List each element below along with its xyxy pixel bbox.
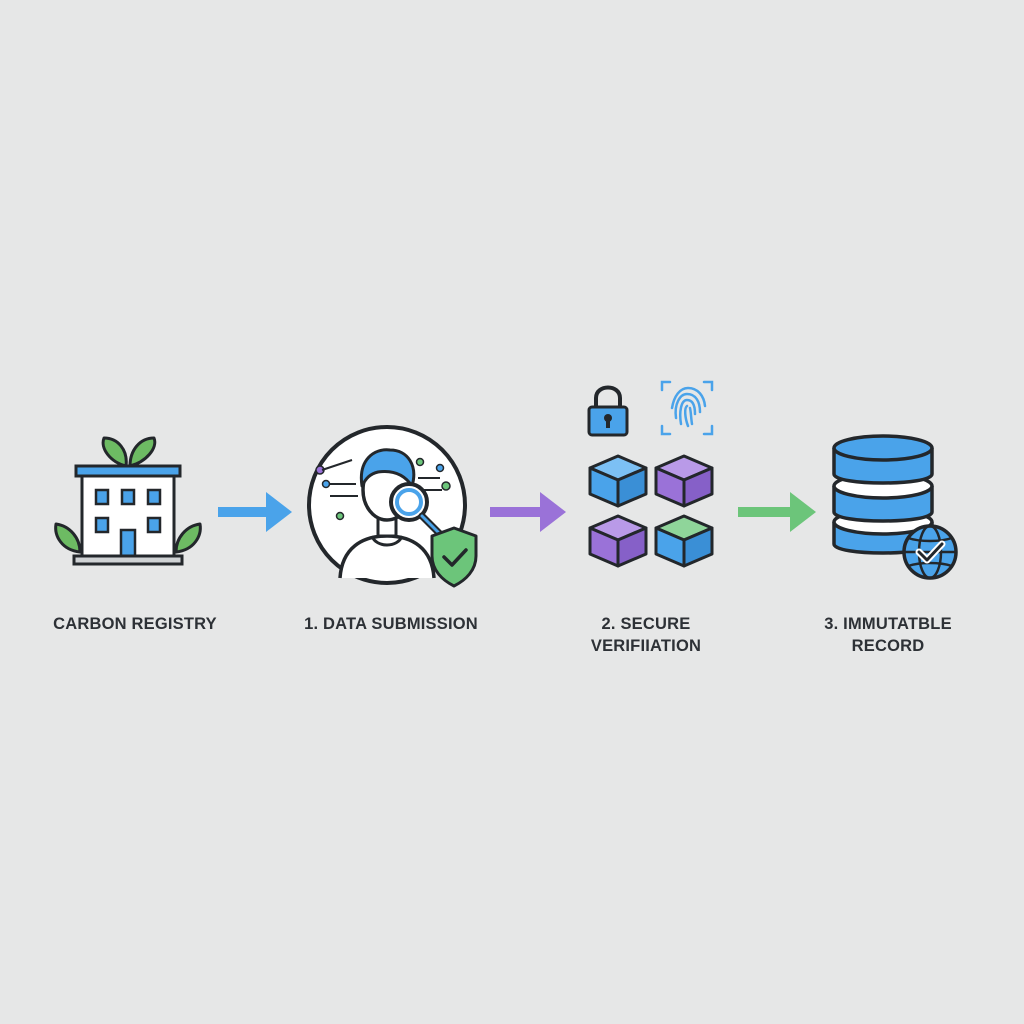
blockchain-blocks-with-lock-and-fingerprint-icon [587, 380, 714, 568]
step-label-line: VERIFIIATION [590, 637, 702, 655]
step-label-line: RECORD [851, 637, 925, 655]
database-with-globe-check-icon [832, 434, 958, 580]
building-with-leaves-icon [54, 436, 202, 566]
flow-arrow-green [738, 492, 816, 532]
step-label-line: CARBON REGISTRY [53, 615, 217, 633]
step-label-immutable-record: 3. IMMUTATBLE RECORD [778, 613, 998, 657]
step-label-line: 1. DATA SUBMISSION [304, 615, 478, 633]
person-with-magnifier-and-shield-icon [307, 425, 478, 588]
step-label-data-submission: 1. DATA SUBMISSION [281, 613, 501, 635]
step-label-carbon-registry: CARBON REGISTRY [25, 613, 245, 635]
flow-arrow-blue [218, 492, 292, 532]
step-label-secure-verification: 2. SECURE VERIFIIATION [536, 613, 756, 657]
step-label-line: 2. SECURE [601, 615, 691, 633]
flow-arrow-purple [490, 492, 566, 532]
globe-check-icon [902, 524, 958, 580]
step-label-line: 3. IMMUTATBLE [824, 615, 952, 633]
padlock-icon [587, 385, 629, 437]
fingerprint-icon [660, 380, 714, 436]
